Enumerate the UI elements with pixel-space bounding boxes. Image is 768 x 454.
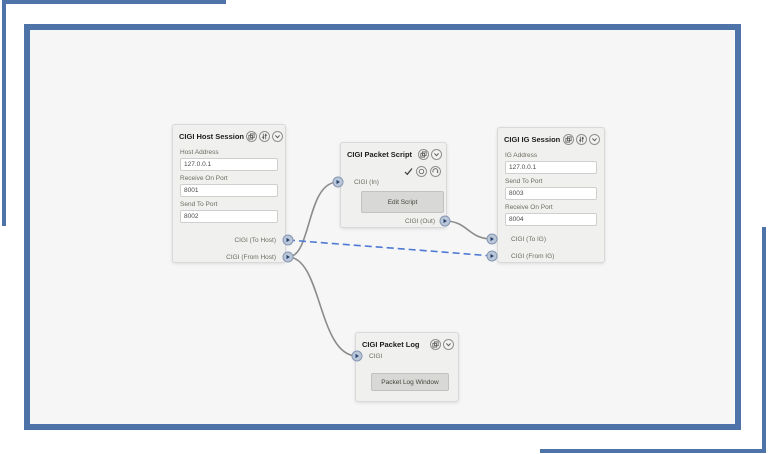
- port-cigi-out[interactable]: [439, 215, 451, 227]
- duplicate-button[interactable]: [430, 338, 441, 350]
- circle-icon: [418, 168, 425, 174]
- settings-button[interactable]: [259, 130, 271, 142]
- wire-fromhost-to-script-in[interactable]: [287, 181, 339, 258]
- chevron-down-icon: [592, 137, 597, 141]
- send-to-port-input[interactable]: [505, 187, 597, 200]
- duplicate-button[interactable]: [246, 130, 258, 142]
- decorative-line-bottom-right-horizontal: [540, 449, 766, 453]
- chevron-down-icon: [434, 152, 439, 156]
- settings-icon: [579, 136, 584, 142]
- field-label-send-to-port: Send To Port: [180, 201, 218, 208]
- port-cigi-to-host[interactable]: [282, 234, 294, 246]
- node-cigi-packet-script[interactable]: CIGI Packet Script: [340, 142, 447, 228]
- duplicate-icon: [565, 135, 572, 143]
- node-cigi-host-session[interactable]: CIGI Host Session: [172, 124, 286, 263]
- script-toolbar: [341, 163, 446, 177]
- duplicate-icon: [432, 340, 439, 348]
- chevron-down-icon: [446, 342, 451, 346]
- decorative-line-top-left-horizontal: [2, 0, 226, 4]
- port-cigi-log-in[interactable]: [351, 350, 363, 362]
- send-to-port-input[interactable]: [180, 210, 278, 223]
- port-label-cigi-to-ig: CIGI (To IG): [511, 236, 547, 243]
- chevron-down-icon: [275, 134, 280, 138]
- field-label-ig-address: IG Address: [505, 152, 538, 159]
- port-label-cigi: CIGI: [369, 353, 383, 360]
- duplicate-icon: [248, 132, 255, 140]
- port-label-cigi-in: CIGI (In): [354, 179, 379, 186]
- collapse-button[interactable]: [443, 338, 454, 350]
- redo-button[interactable]: [430, 165, 441, 177]
- node-header[interactable]: CIGI IG Session: [498, 128, 604, 148]
- duplicate-button[interactable]: [563, 133, 574, 145]
- node-title: CIGI Host Session: [179, 131, 245, 141]
- port-label-cigi-out: CIGI (Out): [405, 218, 435, 225]
- duplicate-button[interactable]: [418, 148, 429, 160]
- field-label-host-address: Host Address: [180, 149, 219, 156]
- port-arrow-icon: [286, 237, 290, 243]
- port-cigi-in[interactable]: [332, 176, 344, 188]
- field-label-send-to-port: Send To Port: [505, 178, 543, 185]
- receive-on-port-input[interactable]: [505, 213, 597, 226]
- packet-log-window-button[interactable]: Packet Log Window: [371, 373, 449, 391]
- check-icon: [404, 167, 413, 175]
- port-arrow-icon: [490, 236, 494, 242]
- port-arrow-icon: [286, 254, 290, 260]
- edit-script-button[interactable]: Edit Script: [361, 191, 444, 213]
- port-arrow-icon: [443, 218, 447, 224]
- receive-on-port-input[interactable]: [180, 184, 278, 197]
- run-button[interactable]: [416, 165, 427, 177]
- node-title: CIGI Packet Script: [347, 149, 413, 159]
- node-cigi-ig-session[interactable]: CIGI IG Session: [497, 127, 605, 263]
- node-header[interactable]: CIGI Packet Script: [341, 143, 446, 163]
- port-cigi-to-ig[interactable]: [486, 233, 498, 245]
- port-arrow-icon: [490, 253, 494, 259]
- collapse-button[interactable]: [589, 133, 600, 145]
- ig-address-input[interactable]: [505, 161, 597, 174]
- node-header[interactable]: CIGI Packet Log: [356, 333, 458, 353]
- wire-script-out-to-ig[interactable]: [444, 220, 493, 240]
- port-label-cigi-to-host: CIGI (To Host): [234, 237, 276, 244]
- settings-button[interactable]: [576, 133, 587, 145]
- port-cigi-from-ig[interactable]: [486, 250, 498, 262]
- field-label-receive-on-port: Receive On Port: [505, 204, 553, 211]
- port-arrow-icon: [355, 353, 359, 359]
- collapse-button[interactable]: [272, 130, 284, 142]
- node-title: CIGI Packet Log: [362, 339, 420, 349]
- node-header[interactable]: CIGI Host Session: [173, 125, 285, 145]
- node-cigi-packet-log[interactable]: CIGI Packet Log CIGI Packet Log Window: [355, 332, 459, 402]
- port-arrow-icon: [336, 179, 340, 185]
- wire-tohost-to-fromig-dashed[interactable]: [287, 239, 493, 257]
- port-cigi-from-host[interactable]: [282, 251, 294, 263]
- decorative-line-bottom-right-vertical: [762, 227, 766, 453]
- port-label-cigi-from-ig: CIGI (From IG): [511, 253, 555, 260]
- duplicate-icon: [420, 150, 427, 158]
- settings-icon: [262, 133, 267, 139]
- node-title: CIGI IG Session: [504, 134, 561, 144]
- collapse-button[interactable]: [431, 148, 442, 160]
- decorative-line-top-left-vertical: [2, 0, 6, 226]
- field-label-receive-on-port: Receive On Port: [180, 175, 228, 182]
- host-address-input[interactable]: [180, 158, 278, 171]
- redo-icon: [432, 167, 439, 173]
- wire-fromhost-to-packetlog[interactable]: [287, 256, 358, 357]
- port-label-cigi-from-host: CIGI (From Host): [226, 254, 276, 261]
